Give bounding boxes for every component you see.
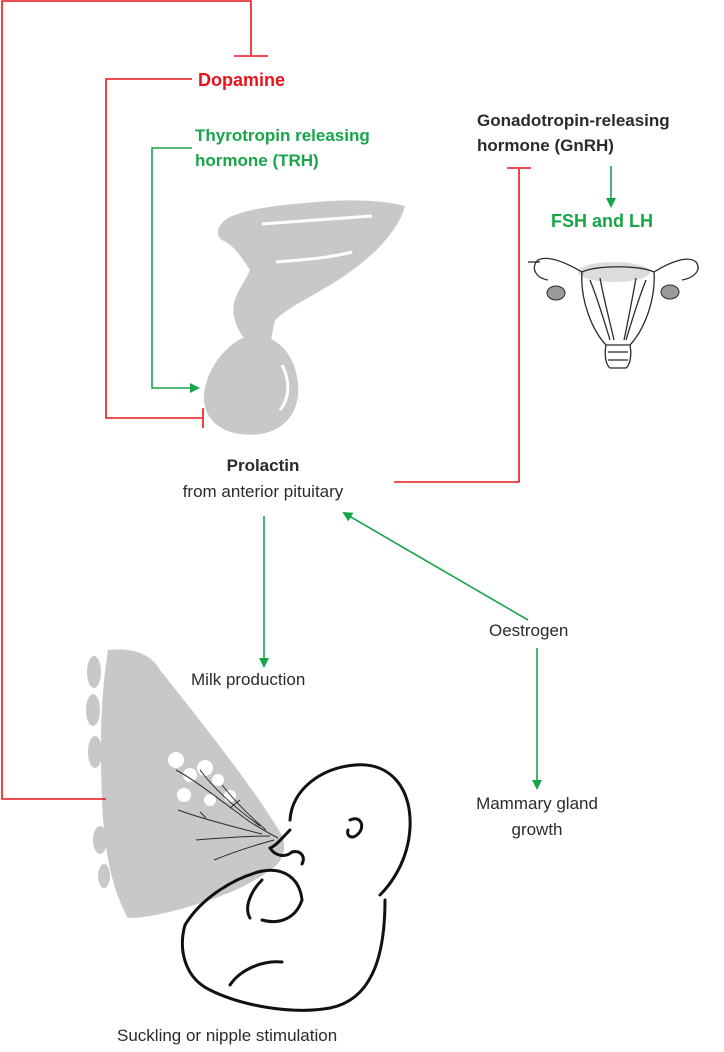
trh-label-line1: Thyrotropin releasing xyxy=(195,126,370,145)
pituitary-detail-lines xyxy=(261,214,373,411)
pituitary-gland-illustration xyxy=(203,200,405,435)
dopamine-label: Dopamine xyxy=(198,70,286,90)
mammary-growth-label-line1: Mammary gland xyxy=(476,794,598,813)
trh-stimulates-pituitary xyxy=(151,147,200,393)
gnrh-label-line2: hormone (GnRH) xyxy=(477,136,614,155)
ovary-shapes xyxy=(546,284,680,301)
uterus-illustration xyxy=(528,257,699,369)
fsh-lh-label: FSH and LH xyxy=(551,211,653,231)
infant-illustration xyxy=(181,763,412,1012)
prolactin-inhibits-gnrh xyxy=(394,167,531,483)
dopamine-inhibits-pituitary xyxy=(105,78,204,428)
prolactin-source-label: from anterior pituitary xyxy=(182,482,344,501)
mammary-growth-label-line2: growth xyxy=(511,820,563,839)
oestrogen-label: Oestrogen xyxy=(489,621,569,640)
milk-ducts xyxy=(175,769,279,861)
oestrogen-to-prolactin-arrow xyxy=(342,511,529,621)
milk-production-label: Milk production xyxy=(191,670,306,689)
gnrh-label-line1: Gonadotropin-releasing xyxy=(477,111,670,130)
trh-label-line2: hormone (TRH) xyxy=(195,151,319,170)
prolactin-label: Prolactin xyxy=(226,456,300,475)
suckling-label: Suckling or nipple stimulation xyxy=(117,1026,338,1045)
dopamine-feedback-line xyxy=(1,0,268,800)
